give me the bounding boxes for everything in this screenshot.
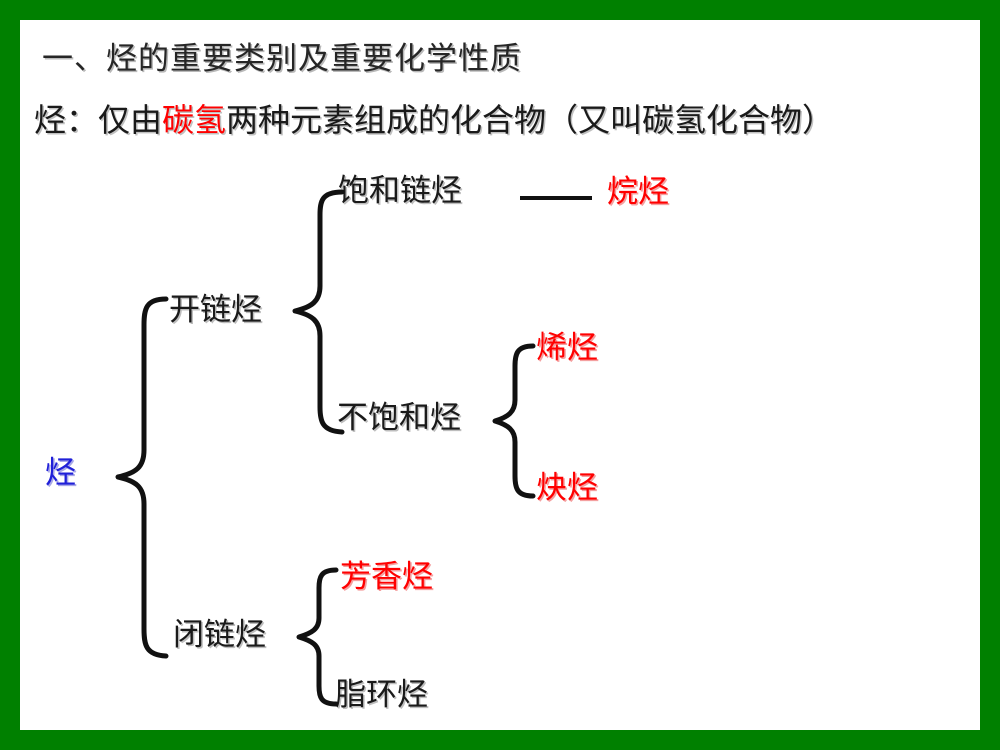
slide-border-right xyxy=(980,0,1000,750)
definition-prefix: 烃：仅由 xyxy=(34,101,163,139)
tree-node-aromatic: 芳香烃 xyxy=(340,559,433,595)
tree-node-root-hydrocarbon: 烃 xyxy=(45,455,76,491)
slide-border-top xyxy=(0,0,1000,20)
connector-dash-line xyxy=(520,196,592,200)
tree-node-alicyclic: 脂环烃 xyxy=(335,677,428,713)
tree-node-saturated-chain: 饱和链烃 xyxy=(338,173,462,209)
tree-node-unsaturated: 不饱和烃 xyxy=(337,400,461,436)
slide-border-bottom xyxy=(0,730,1000,750)
slide-border-left xyxy=(0,0,20,750)
tree-node-alkane: 烷烃 xyxy=(607,174,669,210)
brace-unsaturated xyxy=(492,343,536,499)
slide-inner-area xyxy=(20,20,980,730)
brace-closed-chain xyxy=(296,567,339,707)
tree-node-closed-chain: 闭链烃 xyxy=(173,617,266,653)
definition-highlight: 碳氢 xyxy=(162,101,227,139)
definition-suffix: 两种元素组成的化合物（又叫碳氢化合物） xyxy=(226,101,835,139)
definition-line: 烃：仅由碳氢两种元素组成的化合物（又叫碳氢化合物） xyxy=(34,104,834,136)
tree-node-open-chain: 开链烃 xyxy=(169,292,262,328)
tree-node-alkene: 烯烃 xyxy=(536,330,598,366)
brace-root xyxy=(115,296,169,659)
tree-node-alkyne: 炔烃 xyxy=(536,470,598,506)
brace-open-chain xyxy=(292,189,345,435)
page-title: 一、烃的重要类别及重要化学性质 xyxy=(42,41,522,77)
